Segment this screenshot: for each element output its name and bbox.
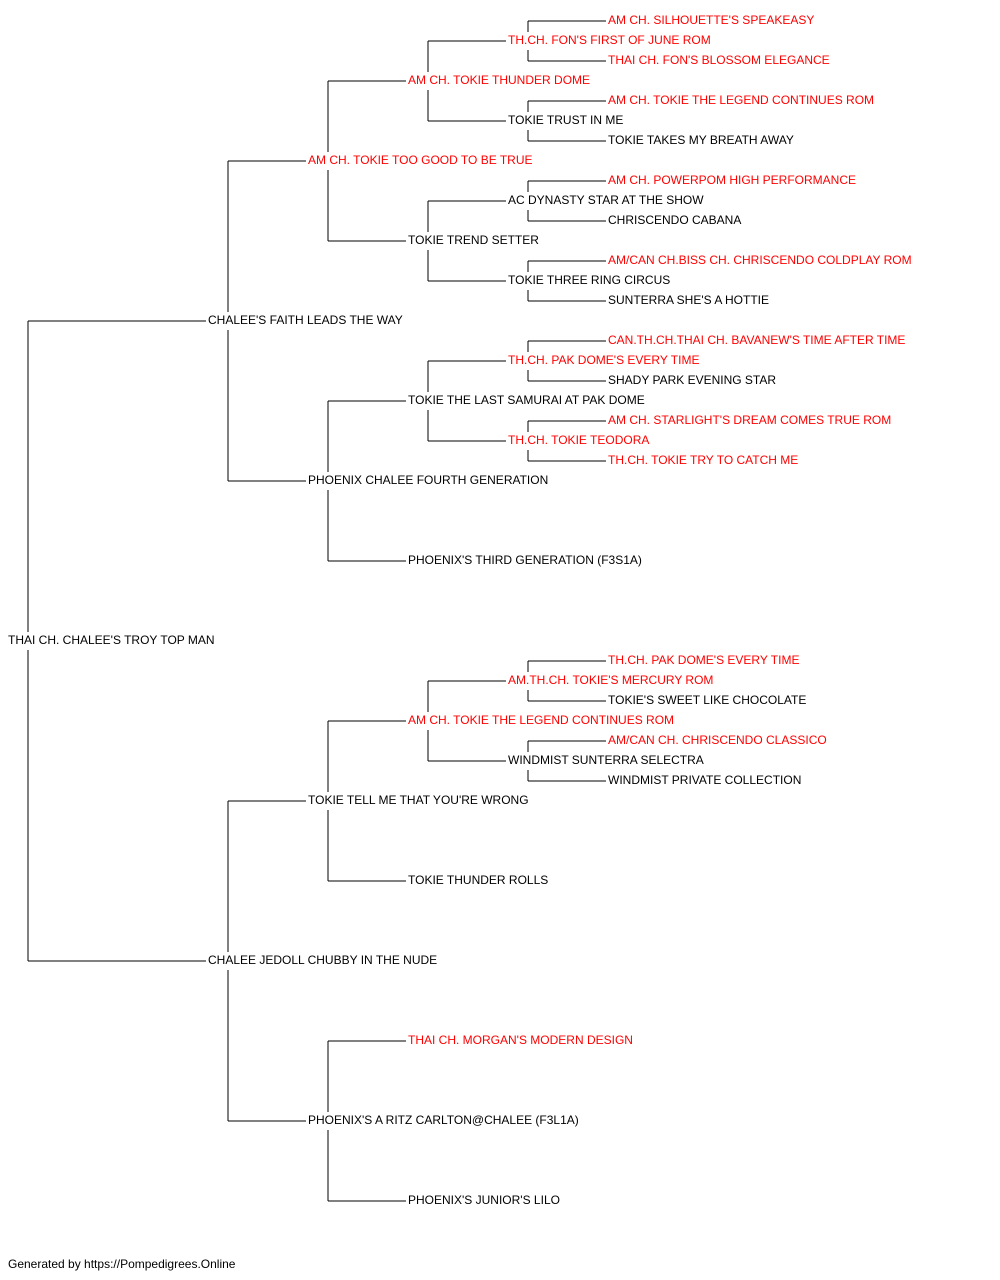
- dog-name-tokie-the-last-samurai-at-pak-dome[interactable]: TOKIE THE LAST SAMURAI AT PAK DOME: [408, 393, 645, 407]
- dog-name-thai-ch-chalee-s-troy-top-man[interactable]: THAI CH. CHALEE'S TROY TOP MAN: [8, 633, 215, 647]
- dog-name-chriscendo-cabana[interactable]: CHRISCENDO CABANA: [608, 213, 741, 227]
- dog-name-thai-ch-morgan-s-modern-design[interactable]: THAI CH. MORGAN'S MODERN DESIGN: [408, 1033, 633, 1047]
- connector-lines: [27, 20, 606, 1202]
- dog-name-chalee-jedoll-chubby-in-the-nude[interactable]: CHALEE JEDOLL CHUBBY IN THE NUDE: [208, 953, 437, 967]
- dog-name-th-ch-tokie-teodora[interactable]: TH.CH. TOKIE TEODORA: [508, 433, 649, 447]
- dog-name-am-can-ch-chriscendo-classico[interactable]: AM/CAN CH. CHRISCENDO CLASSICO: [608, 733, 827, 747]
- dog-name-tokie-three-ring-circus[interactable]: TOKIE THREE RING CIRCUS: [508, 273, 670, 287]
- dog-name-shady-park-evening-star[interactable]: SHADY PARK EVENING STAR: [608, 373, 776, 387]
- dog-name-chalee-s-faith-leads-the-way[interactable]: CHALEE'S FAITH LEADS THE WAY: [208, 313, 403, 327]
- dog-name-tokie-takes-my-breath-away[interactable]: TOKIE TAKES MY BREATH AWAY: [608, 133, 794, 147]
- dog-name-am-ch-tokie-the-legend-continues-rom[interactable]: AM CH. TOKIE THE LEGEND CONTINUES ROM: [608, 93, 874, 107]
- dog-name-th-ch-pak-dome-s-every-time[interactable]: TH.CH. PAK DOME'S EVERY TIME: [608, 653, 799, 667]
- dog-name-tokie-s-sweet-like-chocolate[interactable]: TOKIE'S SWEET LIKE CHOCOLATE: [608, 693, 806, 707]
- dog-name-tokie-thunder-rolls[interactable]: TOKIE THUNDER ROLLS: [408, 873, 548, 887]
- name-labels: THAI CH. CHALEE'S TROY TOP MAN CHALEE'S F…: [8, 13, 912, 1207]
- dog-name-phoenix-s-a-ritz-carlton-chalee-f3l1a[interactable]: PHOENIX'S A RITZ CARLTON@CHALEE (F3L1A): [308, 1113, 579, 1127]
- dog-name-am-ch-powerpom-high-performance[interactable]: AM CH. POWERPOM HIGH PERFORMANCE: [608, 173, 856, 187]
- dog-name-am-th-ch-tokie-s-mercury-rom[interactable]: AM.TH.CH. TOKIE'S MERCURY ROM: [508, 673, 713, 687]
- dog-name-phoenix-s-junior-s-lilo[interactable]: PHOENIX'S JUNIOR'S LILO: [408, 1193, 560, 1207]
- dog-name-am-ch-silhouette-s-speakeasy[interactable]: AM CH. SILHOUETTE'S SPEAKEASY: [608, 13, 814, 27]
- dog-name-th-ch-tokie-try-to-catch-me[interactable]: TH.CH. TOKIE TRY TO CATCH ME: [608, 453, 798, 467]
- dog-name-phoenix-chalee-fourth-generation[interactable]: PHOENIX CHALEE FOURTH GENERATION: [308, 473, 548, 487]
- dog-name-windmist-sunterra-selectra[interactable]: WINDMIST SUNTERRA SELECTRA: [508, 753, 704, 767]
- dog-name-am-ch-tokie-thunder-dome[interactable]: AM CH. TOKIE THUNDER DOME: [408, 73, 590, 87]
- dog-name-can-th-ch-thai-ch-bavanew-s-time-after-time[interactable]: CAN.TH.CH.THAI CH. BAVANEW'S TIME AFTER …: [608, 333, 905, 347]
- dog-name-am-ch-starlight-s-dream-comes-true-rom[interactable]: AM CH. STARLIGHT'S DREAM COMES TRUE ROM: [608, 413, 891, 427]
- dog-name-am-ch-tokie-the-legend-continues-rom[interactable]: AM CH. TOKIE THE LEGEND CONTINUES ROM: [408, 713, 674, 727]
- dog-name-ac-dynasty-star-at-the-show[interactable]: AC DYNASTY STAR AT THE SHOW: [508, 193, 704, 207]
- dog-name-phoenix-s-third-generation-f3s1a[interactable]: PHOENIX'S THIRD GENERATION (F3S1A): [408, 553, 642, 567]
- dog-name-thai-ch-fon-s-blossom-elegance[interactable]: THAI CH. FON'S BLOSSOM ELEGANCE: [608, 53, 830, 67]
- dog-name-th-ch-fon-s-first-of-june-rom[interactable]: TH.CH. FON'S FIRST OF JUNE ROM: [508, 33, 711, 47]
- dog-name-am-ch-tokie-too-good-to-be-true[interactable]: AM CH. TOKIE TOO GOOD TO BE TRUE: [308, 153, 533, 167]
- dog-name-windmist-private-collection[interactable]: WINDMIST PRIVATE COLLECTION: [608, 773, 801, 787]
- dog-name-sunterra-she-s-a-hottie[interactable]: SUNTERRA SHE'S A HOTTIE: [608, 293, 769, 307]
- dog-name-tokie-trend-setter[interactable]: TOKIE TREND SETTER: [408, 233, 539, 247]
- footer-credit: Generated by https://Pompedigrees.Online: [8, 1257, 236, 1271]
- dog-name-th-ch-pak-dome-s-every-time[interactable]: TH.CH. PAK DOME'S EVERY TIME: [508, 353, 699, 367]
- dog-name-tokie-tell-me-that-you-re-wrong[interactable]: TOKIE TELL ME THAT YOU'RE WRONG: [308, 793, 529, 807]
- dog-name-tokie-trust-in-me[interactable]: TOKIE TRUST IN ME: [508, 113, 623, 127]
- dog-name-am-can-ch-biss-ch-chriscendo-coldplay-rom[interactable]: AM/CAN CH.BISS CH. CHRISCENDO COLDPLAY R…: [608, 253, 912, 267]
